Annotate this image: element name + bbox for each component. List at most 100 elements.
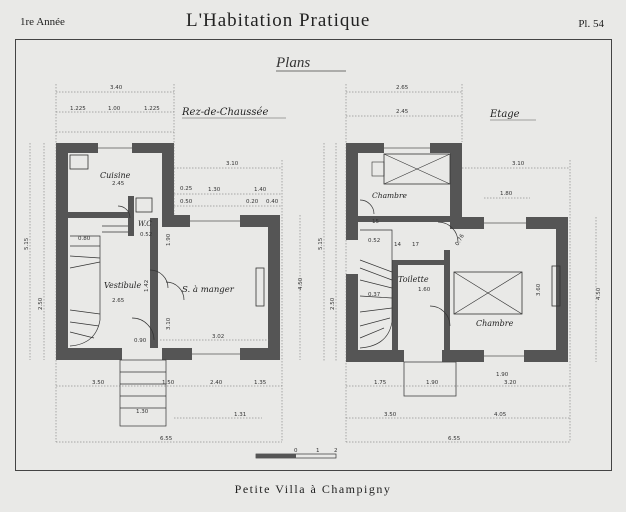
- scale-bar: 0 1 2: [255, 448, 338, 459]
- stair-step: [69, 255, 101, 259]
- door-swing: [429, 305, 451, 327]
- dim-misc-c: 1.90: [166, 233, 172, 246]
- wall-partition: [150, 218, 158, 348]
- stair-step: [359, 317, 391, 327]
- dim-d-f: 0.50: [180, 199, 193, 205]
- first-floor-heading: Etage: [489, 109, 520, 120]
- stair-outline: [69, 235, 101, 347]
- dim-overall-top: 2.65: [396, 85, 409, 91]
- bed1-bed-cross: [383, 153, 451, 185]
- stair-number-a: 15: [372, 219, 379, 225]
- dim-bottom-b: 1.90: [426, 380, 439, 386]
- dim-bottom-e: 1.31: [234, 412, 246, 418]
- dim-d-w2: 3.02: [212, 334, 224, 340]
- door-swing: [359, 199, 375, 215]
- dim-top-a: 2.45: [396, 109, 409, 115]
- stair-step: [69, 331, 95, 339]
- bed2-bed: [453, 271, 523, 315]
- dim-top-c: 1.225: [144, 106, 160, 112]
- dim-d-b: 1.40: [254, 187, 267, 193]
- first-door-swings: [359, 199, 459, 327]
- plate-number: Pl. 54: [578, 18, 604, 30]
- wall-bottom: [56, 348, 280, 360]
- stair-step: [359, 267, 393, 281]
- dim-top-b: 3.10: [512, 161, 525, 167]
- door-swing: [165, 281, 185, 301]
- dim-kitchen-width: 2.45: [112, 181, 125, 187]
- ground-dimension-lines: [29, 84, 301, 443]
- dim-vestibule-height: 1.42: [144, 280, 150, 292]
- wall-kitchen-right: [162, 143, 174, 217]
- wall-right: [556, 217, 568, 362]
- room-wc: W.C: [138, 220, 152, 228]
- dim-misc-c: 0.76: [455, 233, 467, 247]
- balcony: [403, 361, 457, 397]
- dim-d-a: 1.30: [208, 187, 221, 193]
- kitchen-sink: [69, 154, 89, 170]
- first-staircase: [359, 229, 393, 349]
- wc-fixture: [135, 197, 153, 213]
- dim-misc-b: 0.52: [140, 232, 152, 238]
- door-swing: [117, 205, 131, 219]
- plans-title: Plans: [275, 55, 310, 71]
- wall-wc: [128, 196, 134, 236]
- wall-bed1-bottom: [358, 216, 450, 222]
- dim-left-a: 2.50: [38, 297, 44, 310]
- door-swing: [149, 269, 169, 289]
- scale-bar-fill: [256, 454, 296, 458]
- room-dining: S. à manger: [182, 284, 235, 295]
- stair-step: [359, 307, 393, 313]
- journal-title: L'Habitation Pratique: [186, 10, 371, 31]
- scale-tick-2: 2: [334, 448, 338, 454]
- door-swing: [437, 221, 459, 243]
- dim-dining-width: 3.10: [226, 161, 239, 167]
- dim-left-b: 5.15: [318, 237, 324, 250]
- dim-overall-bottom: 6.55: [448, 436, 461, 442]
- stair-step: [359, 259, 393, 273]
- wall-left: [56, 143, 68, 360]
- dim-top-b: 1.00: [108, 106, 121, 112]
- wall-toilet-right: [444, 250, 450, 350]
- wall-inner: [450, 143, 462, 223]
- dim-d-c: 0.20: [246, 199, 259, 205]
- dim-misc-a: 0.52: [368, 238, 380, 244]
- room-bedroom1: Chambre: [372, 191, 408, 200]
- room-vestibule: Vestibule: [104, 281, 141, 290]
- wall-toilet-left: [392, 262, 398, 352]
- dim-misc-b: 0.37: [368, 292, 381, 298]
- ground-floor-heading: Rez-de-Chaussée: [181, 107, 268, 118]
- dim-bottom-b: 1.50: [162, 380, 175, 386]
- dim-right-height: 4.50: [596, 287, 602, 300]
- stair-step: [69, 321, 100, 327]
- dim-bottom-d: 3.20: [504, 380, 517, 386]
- dim-misc-a: 0.80: [78, 236, 91, 242]
- bed2-fireplace: [551, 265, 561, 307]
- drawing-frame: [15, 39, 612, 471]
- ground-staircase: [69, 225, 128, 347]
- stair-number-c: 14: [394, 242, 401, 248]
- dim-bottom-c: 2.40: [210, 380, 223, 386]
- year-label: 1re Année: [20, 16, 65, 28]
- dim-bottom-c: 1.90: [496, 372, 509, 378]
- dim-misc-e: 3.10: [166, 317, 172, 330]
- dim-right-height: 4.50: [298, 277, 304, 290]
- fireplace: [255, 267, 265, 307]
- dim-top-c: 1.80: [500, 191, 513, 197]
- wall-kitchen-bottom: [68, 212, 130, 218]
- bed2-bed-cross: [453, 271, 523, 315]
- dim-bottom-a: 3.50: [92, 380, 105, 386]
- ground-door-swings: [117, 205, 185, 341]
- dim-bottom-d: 1.35: [254, 380, 267, 386]
- wall-bottom: [346, 350, 568, 362]
- dim-overall-top: 3.40: [110, 85, 123, 91]
- wall-toilet-top: [392, 260, 448, 265]
- dim-vestibule-width: 2.65: [112, 298, 125, 304]
- stair-step: [359, 295, 393, 299]
- dim-bottom-a: 1.75: [374, 380, 387, 386]
- toilet-window: [404, 350, 442, 362]
- stair-step: [359, 327, 385, 339]
- dim-toilet-width: 1.60: [418, 287, 431, 293]
- dim-overall-bottom: 6.55: [160, 436, 173, 442]
